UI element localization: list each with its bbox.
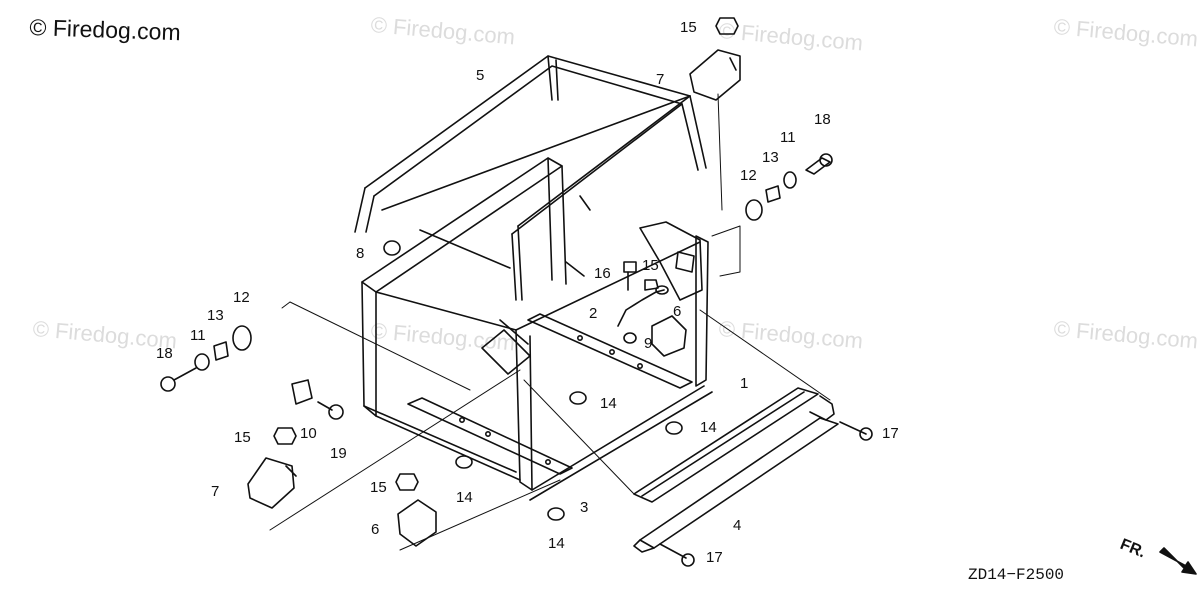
callout-17-upper: 17 — [882, 425, 899, 442]
callout-8: 8 — [356, 245, 364, 262]
frame-body — [361, 157, 713, 501]
callout-12-upper: 12 — [740, 167, 757, 184]
leader-lines — [269, 93, 831, 551]
callout-19: 19 — [330, 445, 347, 462]
callout-4: 4 — [733, 517, 741, 534]
callout-16: 16 — [594, 265, 611, 282]
drawing-id: ZD14−F2500 — [968, 566, 1065, 584]
callout-14-b: 14 — [700, 419, 717, 436]
callout-10: 10 — [300, 425, 317, 442]
callout-18-upper: 18 — [814, 111, 831, 128]
callout-7-lower: 7 — [211, 483, 219, 500]
callout-5: 5 — [476, 67, 484, 84]
callout-13-left: 13 — [207, 307, 224, 324]
callout-3: 3 — [580, 499, 588, 516]
callout-7-upper: 7 — [656, 71, 664, 88]
callout-labels: 1 2 3 4 5 6 6 7 7 8 9 10 11 11 12 12 13 … — [156, 19, 899, 566]
callout-17-lower: 17 — [706, 549, 723, 566]
front-arrow-icon — [1159, 547, 1197, 575]
callout-12-left: 12 — [233, 289, 250, 306]
callout-2: 2 — [589, 305, 597, 322]
callout-18-left: 18 — [156, 345, 173, 362]
callout-13-upper: 13 — [762, 149, 779, 166]
callout-14-d: 14 — [548, 535, 565, 552]
callout-14-a: 14 — [600, 395, 617, 412]
callout-1: 1 — [740, 375, 748, 392]
frame-pipe-top — [354, 55, 707, 301]
callout-15-top: 15 — [680, 19, 697, 36]
callout-15-left: 15 — [234, 429, 251, 446]
callout-6-upper: 6 — [673, 303, 681, 320]
callout-11-upper: 11 — [780, 129, 796, 146]
callout-15-center: 15 — [642, 257, 659, 274]
callout-14-c: 14 — [456, 489, 473, 506]
callout-11-left: 11 — [190, 327, 206, 344]
side-rails — [633, 387, 839, 553]
callout-9: 9 — [644, 335, 652, 352]
callout-15-lower: 15 — [370, 479, 387, 496]
hardware — [160, 17, 873, 567]
callout-6-lower: 6 — [371, 521, 379, 538]
